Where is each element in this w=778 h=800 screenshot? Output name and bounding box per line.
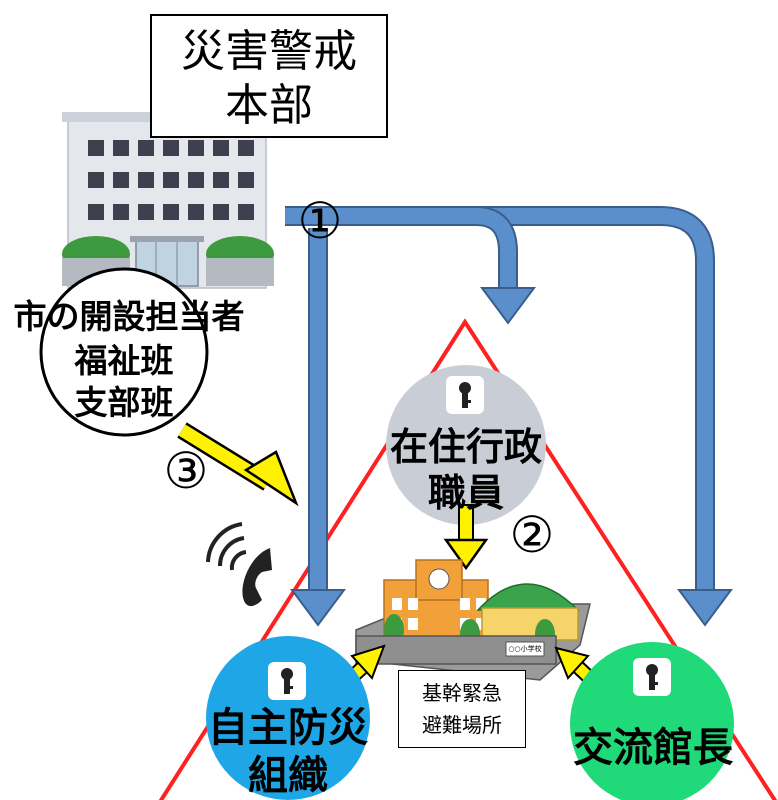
official-arrow [443, 504, 489, 571]
resident-official-line1: 在住行政 [389, 425, 542, 469]
phone-icon [206, 522, 272, 607]
center-head-label: 交流館長 [573, 725, 733, 771]
step-2-label: ② [509, 506, 555, 564]
school-icon [355, 559, 591, 681]
headquarters-box: 災害警戒 本部 [150, 14, 388, 138]
resident-official-line2: 職員 [427, 471, 504, 515]
key-icon [446, 376, 484, 414]
office-building-icon [62, 112, 274, 289]
dispatch-arrows [285, 206, 733, 627]
facility-label-box: 基幹緊急 避難場所 [398, 670, 526, 748]
key-icon [268, 662, 306, 700]
disaster-org-line1: 自主防災 [208, 705, 368, 751]
headquarters-title-line1: 災害警戒 [181, 26, 357, 77]
city-staff-line1: 市の開設担当者 [13, 297, 245, 336]
key-icon [633, 658, 671, 696]
center-head-circle [570, 642, 734, 800]
headquarters-title-line2: 本部 [225, 80, 313, 131]
step-3-label: ③ [163, 442, 209, 500]
city-staff-circle [39, 267, 209, 437]
disaster-org-line2: 組織 [248, 753, 328, 799]
disaster-org-circle [206, 636, 370, 800]
contact-arrow [177, 422, 299, 507]
facility-line1: 基幹緊急 [422, 681, 502, 705]
resident-official-circle [386, 365, 546, 525]
step-1-label: ① [297, 192, 343, 250]
city-staff-line3: 支部班 [74, 383, 174, 422]
city-staff-line2: 福祉班 [74, 341, 174, 380]
facility-line2: 避難場所 [422, 713, 502, 737]
school-sign: ○○小学校 [508, 645, 542, 653]
